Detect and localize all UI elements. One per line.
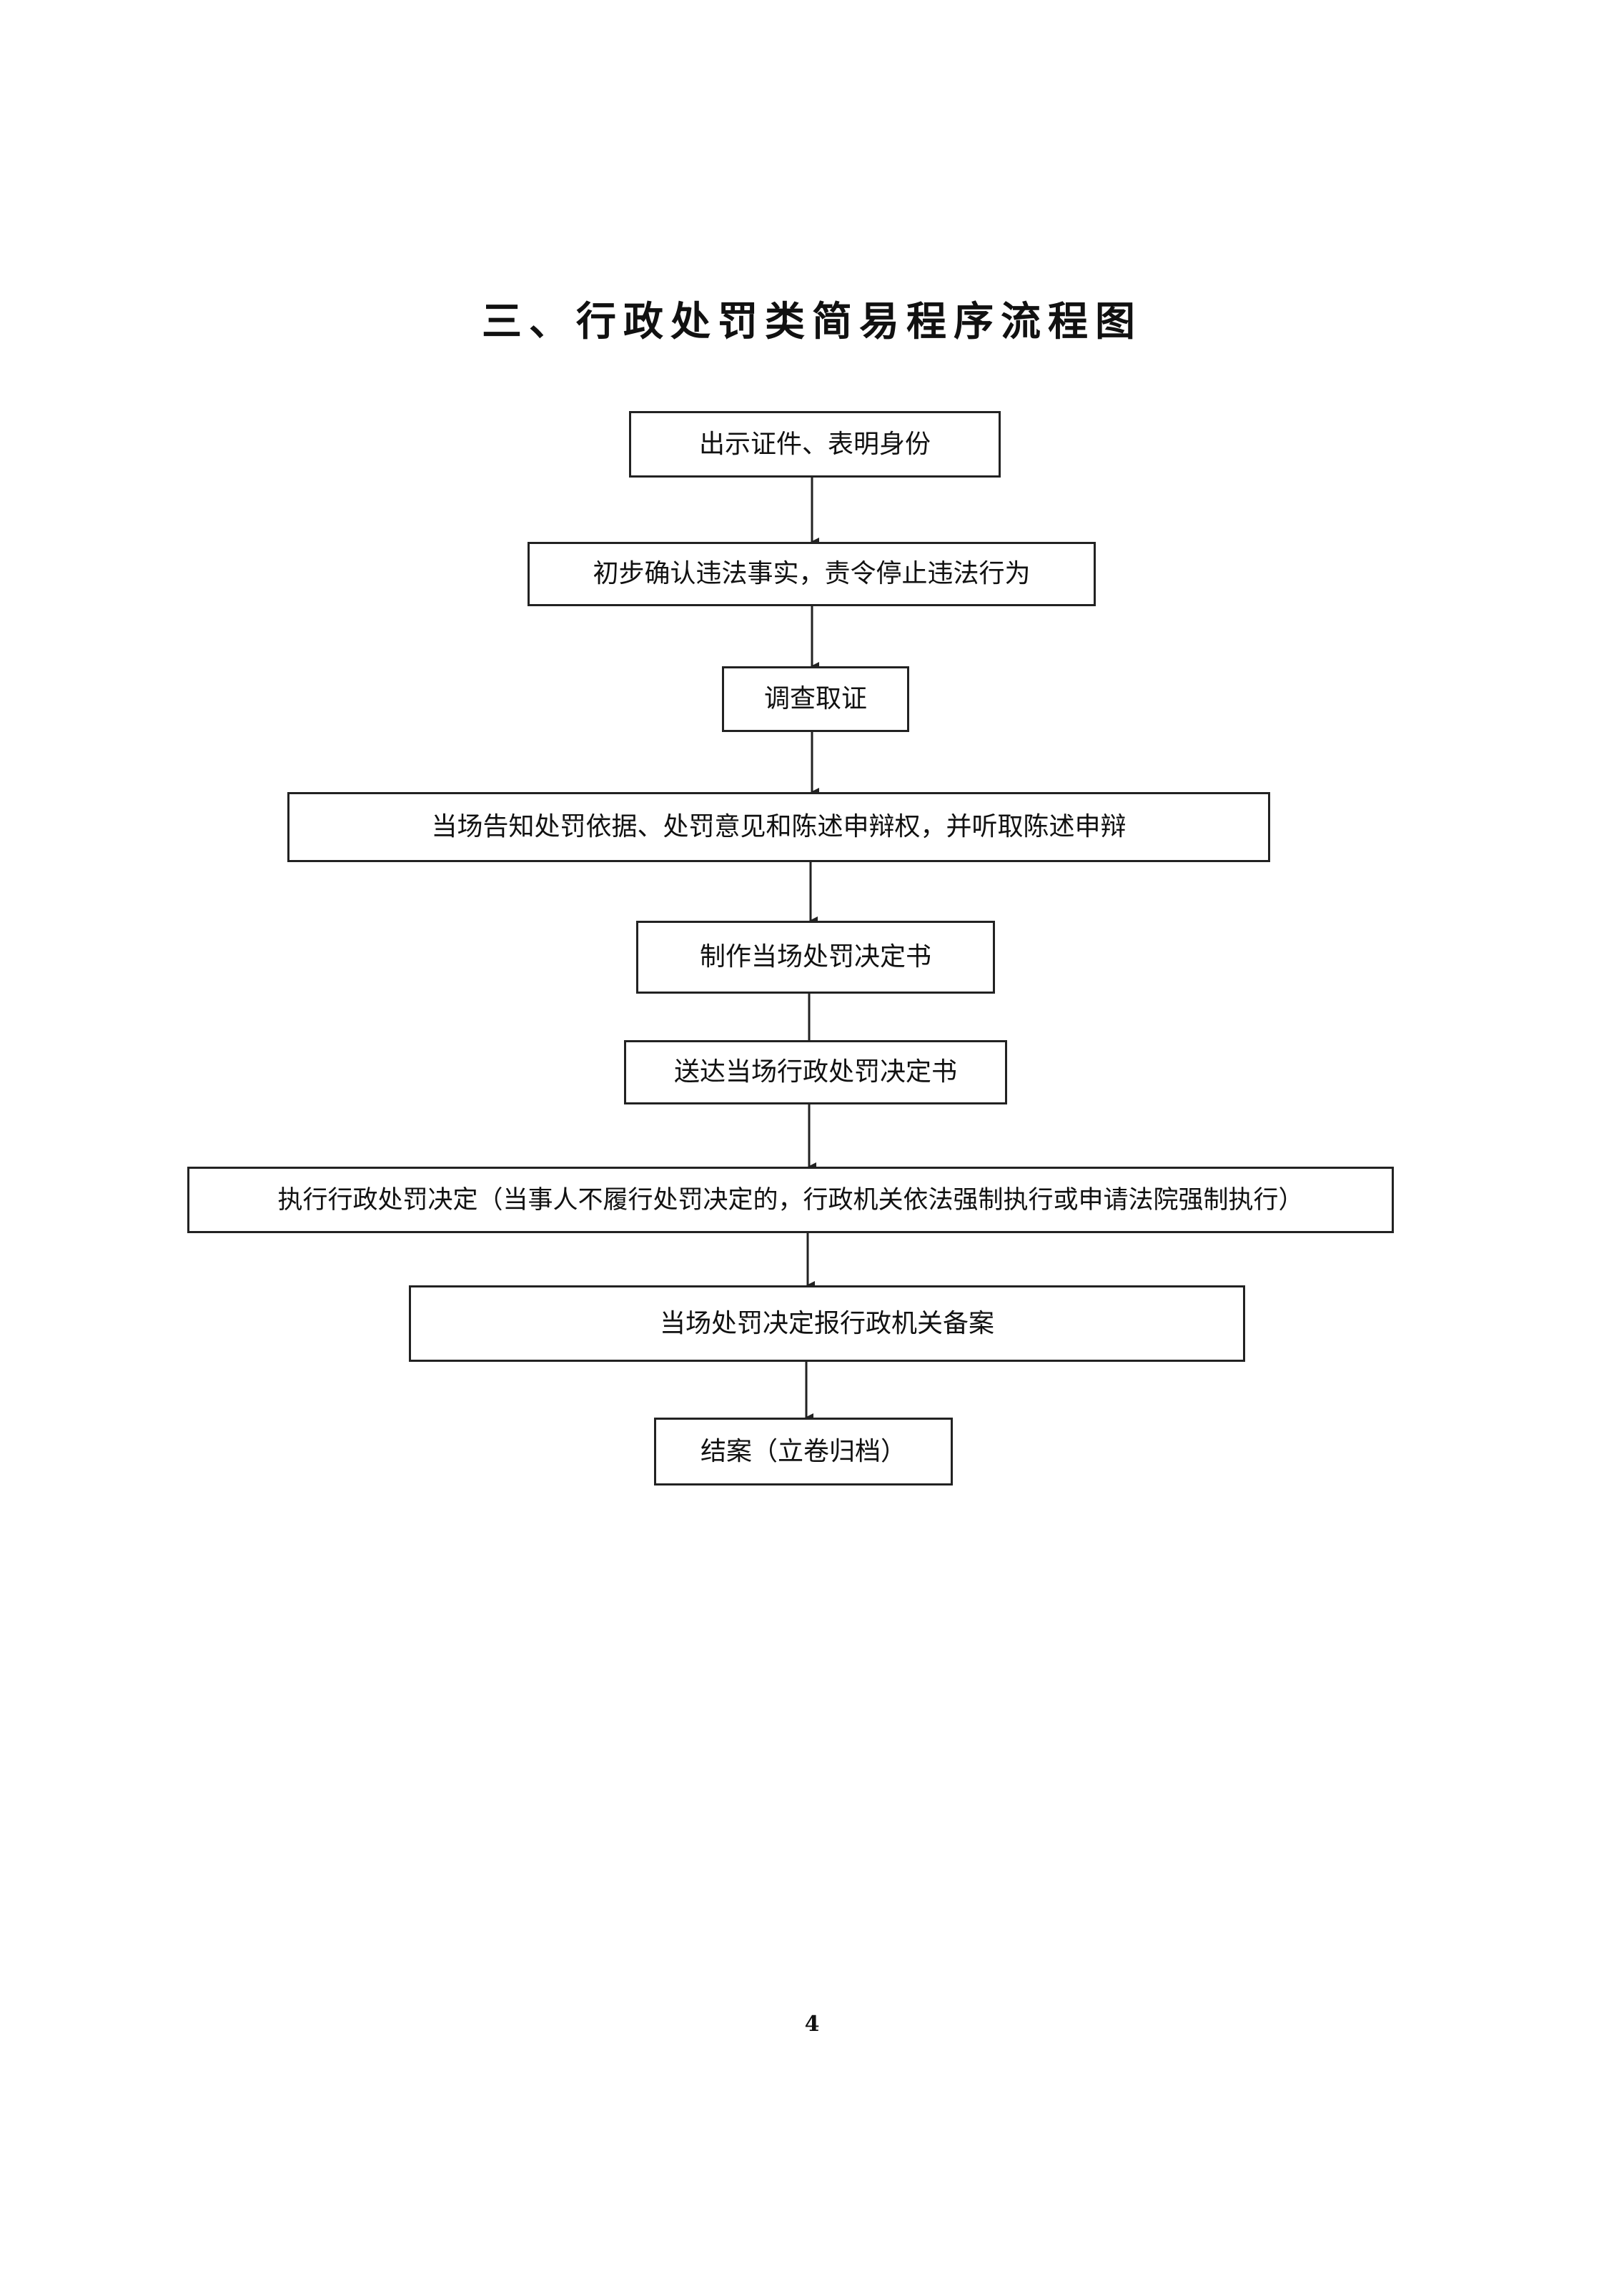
page-title: 三、行政处罚类简易程序流程图: [482, 298, 1142, 345]
flow-step-prepare-decision: 制作当场处罚决定书: [636, 921, 995, 994]
flow-step-notify-basis: 当场告知处罚依据、处罚意见和陈述申辩权，并听取陈述申辩: [287, 792, 1270, 862]
flow-step-label: 当场告知处罚依据、处罚意见和陈述申辩权，并听取陈述申辩: [431, 812, 1127, 841]
flow-step-label: 送达当场行政处罚决定书: [673, 1057, 957, 1087]
flow-step-show-credentials: 出示证件、表明身份: [629, 411, 1001, 478]
flow-step-label: 当场处罚决定报行政机关备案: [659, 1308, 994, 1338]
flow-step-label: 结案（立卷归档）: [700, 1436, 906, 1466]
flow-step-label: 执行行政处罚决定（当事人不履行处罚决定的，行政机关依法强制执行或申请法院强制执行…: [277, 1185, 1304, 1215]
flow-step-label: 制作当场处罚决定书: [699, 942, 931, 972]
page-number: 4: [804, 2012, 820, 2037]
flow-step-close-case: 结案（立卷归档）: [654, 1418, 953, 1485]
flow-step-execute-decision: 执行行政处罚决定（当事人不履行处罚决定的，行政机关依法强制执行或申请法院强制执行…: [187, 1167, 1394, 1233]
flow-step-file-record: 当场处罚决定报行政机关备案: [409, 1285, 1245, 1362]
flow-step-label: 调查取证: [763, 684, 867, 713]
flow-step-investigate: 调查取证: [722, 666, 909, 732]
flow-step-deliver-decision: 送达当场行政处罚决定书: [624, 1040, 1007, 1104]
flow-step-label: 初步确认违法事实，责令停止违法行为: [593, 559, 1031, 588]
flow-step-confirm-violation: 初步确认违法事实，责令停止违法行为: [528, 542, 1096, 606]
flow-step-label: 出示证件、表明身份: [698, 429, 931, 459]
